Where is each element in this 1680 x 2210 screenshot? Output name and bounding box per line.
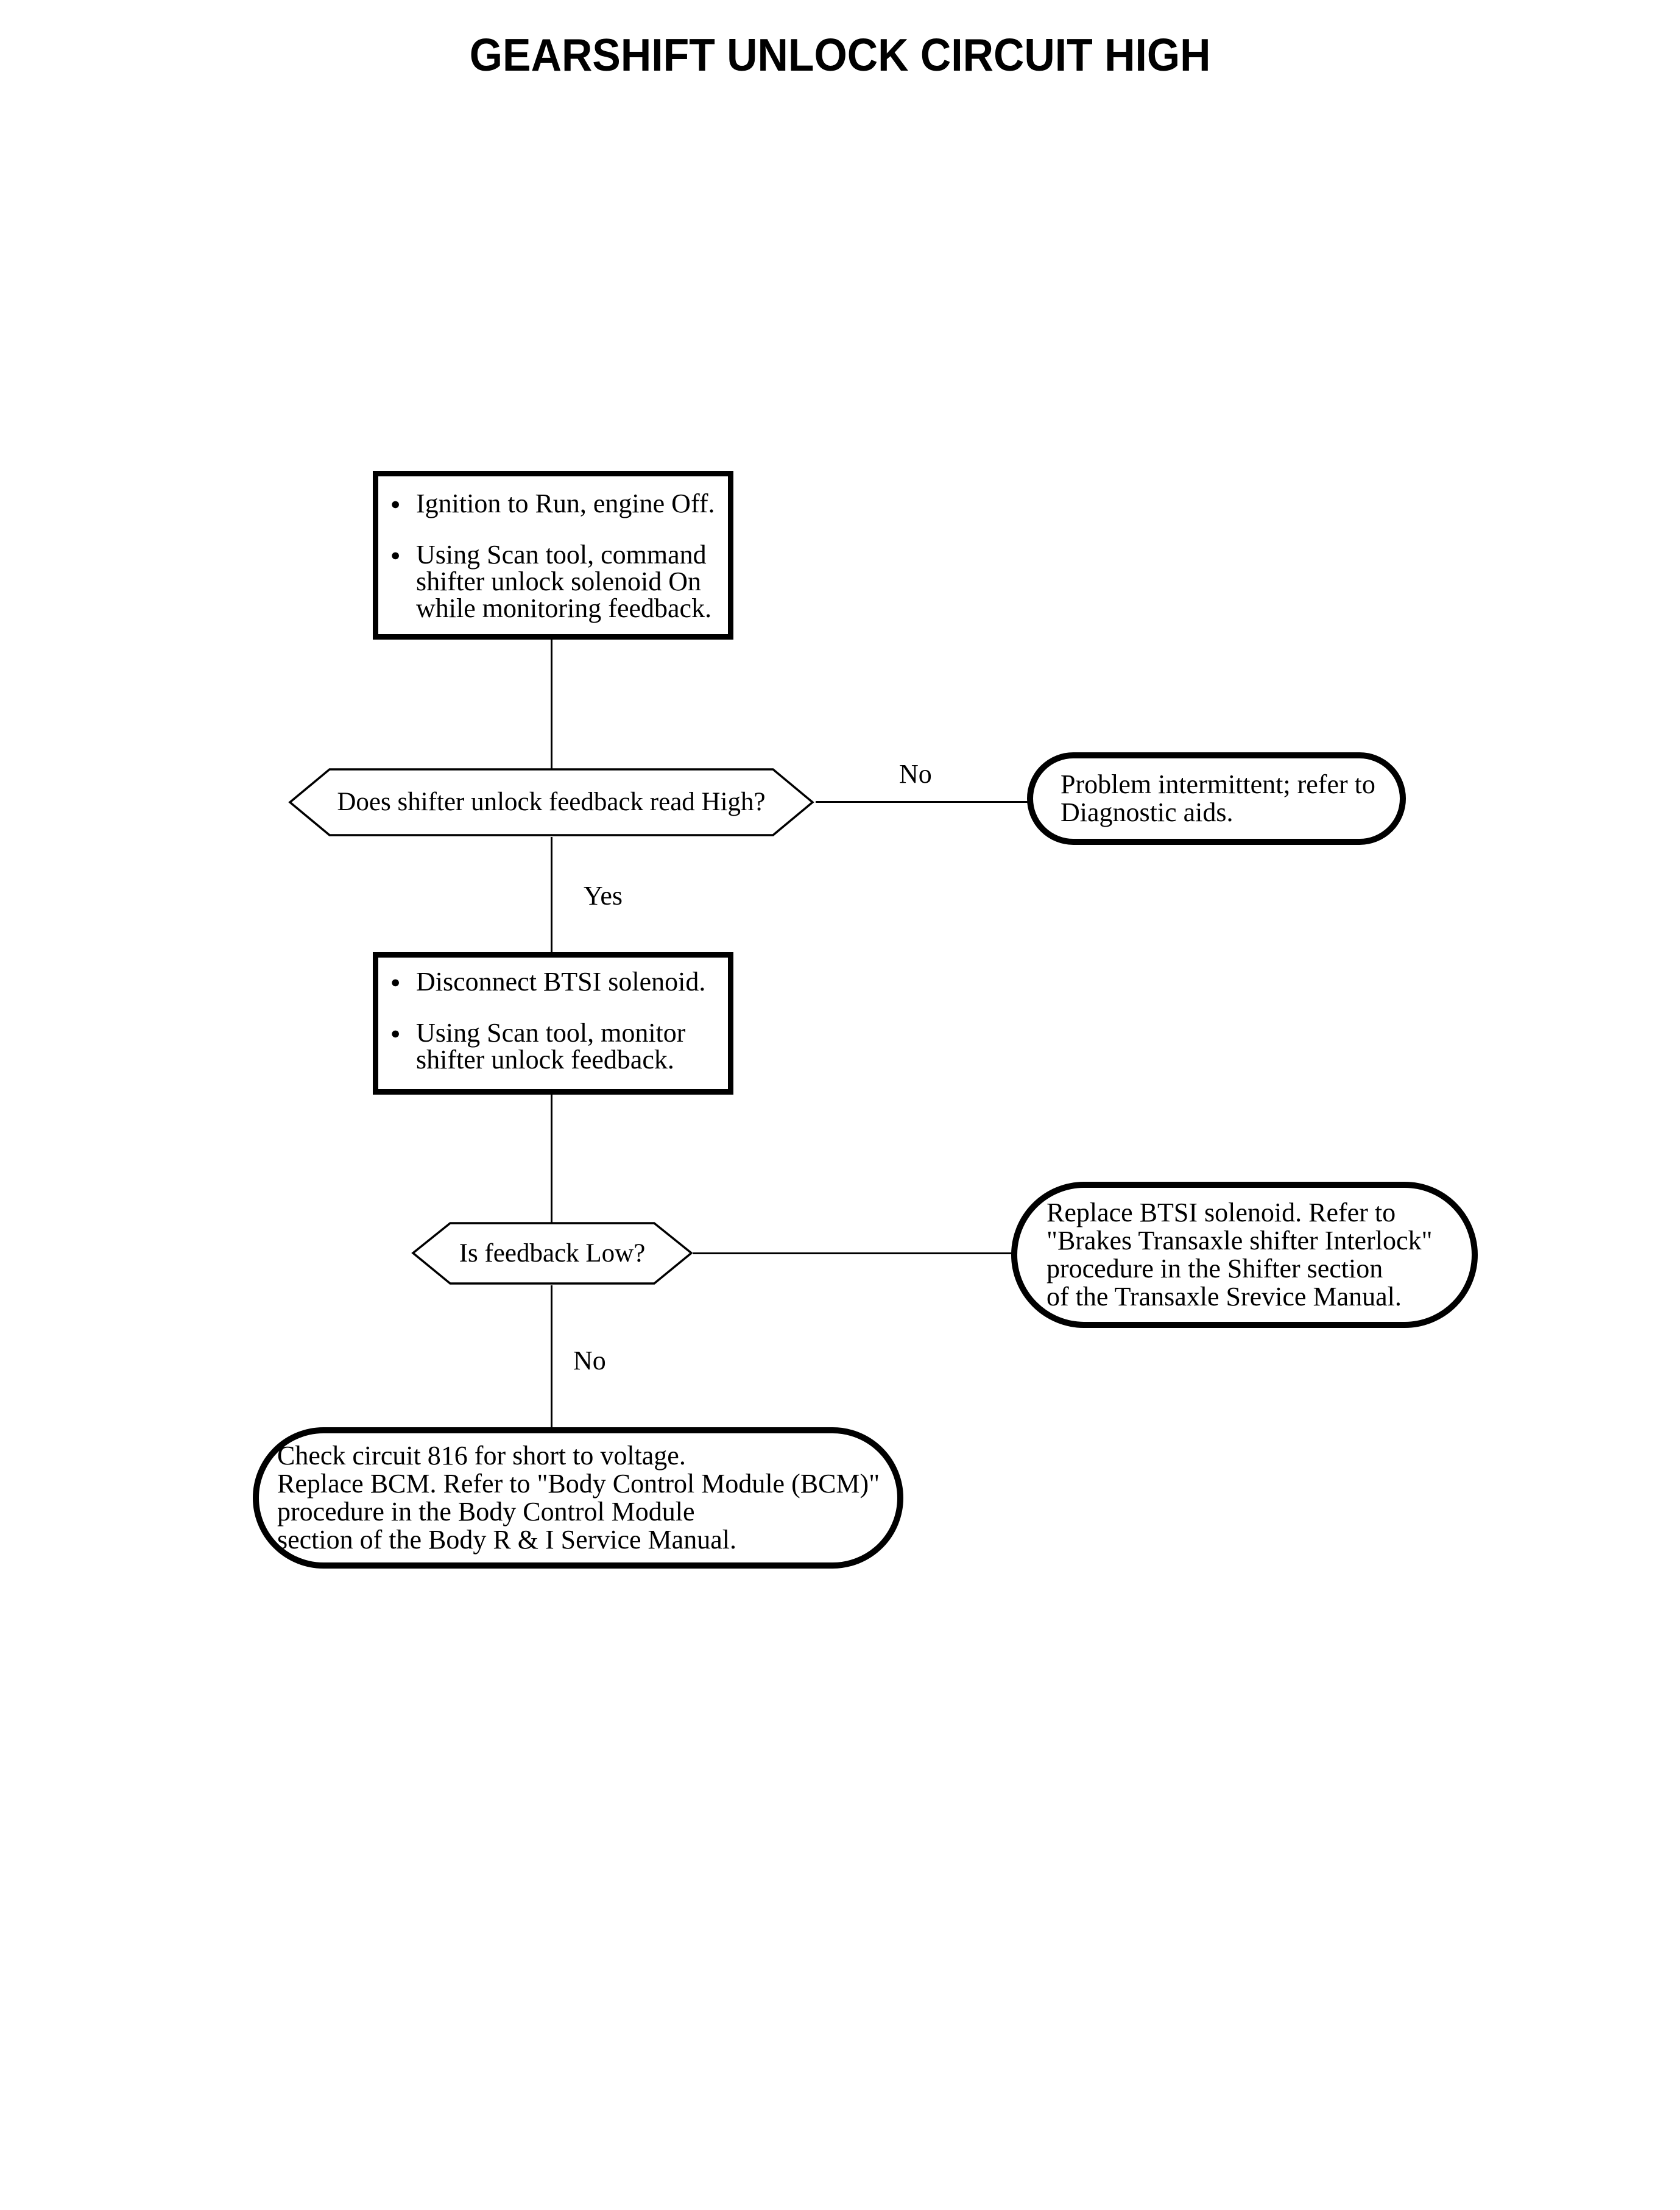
page-title-text: GEARSHIFT UNLOCK CIRCUIT HIGH [469,29,1211,80]
page-title: GEARSHIFT UNLOCK CIRCUIT HIGH [0,30,1680,79]
hexagon-outline [288,768,814,836]
process-box-step2: ● Disconnect BTSI solenoid. ● Using Scan… [373,952,733,1095]
branch-label-yes: Yes [584,881,623,911]
list-item: ● Using Scan tool, monitor shifter unloc… [378,1020,728,1073]
terminal-text: Problem intermittent; refer to Diagnosti… [1061,769,1375,827]
branch-label-no: No [899,759,932,789]
bullet-text: Ignition to Run, engine Off. [416,489,715,518]
decision-feedback-low: Is feedback Low? [411,1221,693,1285]
list-item: ● Using Scan tool, command shifter unloc… [378,542,728,622]
terminal-replace-btsi: Replace BTSI solenoid. Refer to "Brakes … [1011,1182,1478,1328]
list-item: ● Disconnect BTSI solenoid. [378,969,728,995]
connector-decision2-side [693,1252,1012,1254]
decision-feedback-high: Does shifter unlock feedback read High? [288,768,814,837]
terminal-text: Replace BTSI solenoid. Refer to "Brakes … [1046,1198,1433,1312]
list-item: ● Ignition to Run, engine Off. [378,490,728,517]
connector-step1-decision1 [551,640,552,769]
hexagon-outline [411,1222,693,1285]
branch-label-no: No [573,1346,606,1375]
connector-decision1-no [816,801,1028,803]
connector-decision1-yes [551,837,552,953]
terminal-check-circuit: Check circuit 816 for short to voltage. … [253,1427,903,1569]
hexagon-shape [411,1222,693,1285]
bullet-icon: ● [390,546,401,564]
bullet-icon: ● [390,495,401,513]
decision-question: Does shifter unlock feedback read High? [337,788,766,816]
bullet-text: Using Scan tool, command shifter unlock … [416,540,712,623]
connector-decision2-no [551,1285,552,1428]
bullet-text: Disconnect BTSI solenoid. [416,967,706,997]
terminal-text: Check circuit 816 for short to voltage. … [277,1441,880,1555]
hexagon-shape [288,768,814,836]
bullet-icon: ● [390,1024,401,1042]
bullet-icon: ● [390,973,401,991]
terminal-problem-intermittent: Problem intermittent; refer to Diagnosti… [1027,752,1406,845]
connector-step2-decision2 [551,1095,552,1223]
process-box-step1: ● Ignition to Run, engine Off. ● Using S… [373,471,733,640]
decision-question: Is feedback Low? [459,1238,646,1268]
bullet-text: Using Scan tool, monitor shifter unlock … [416,1018,686,1075]
